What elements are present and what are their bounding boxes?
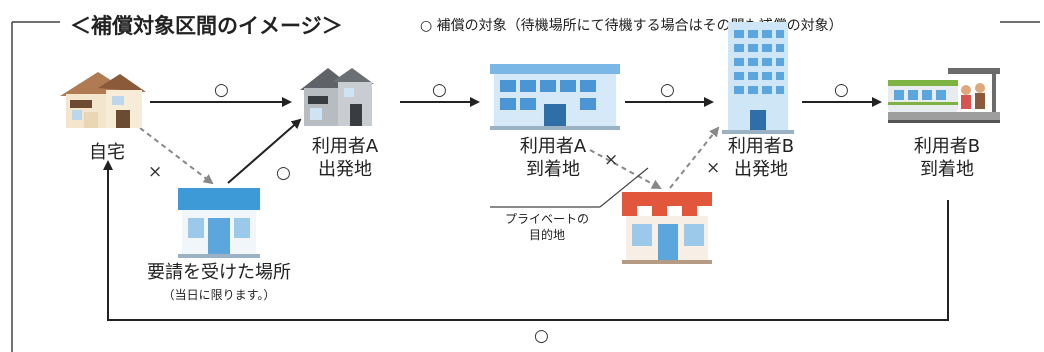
mark-covered-request-to-a: ○ (276, 163, 291, 183)
user-a-arrival-label-line2: 到着地 (526, 158, 580, 180)
private-destination-label-line1: プライベートの (504, 212, 589, 226)
user-b-departure-building-icon (722, 22, 794, 134)
user-a-arrival-building-icon (490, 64, 620, 130)
home-house-icon (60, 72, 146, 128)
user-a-arrival-label-line1: 利用者A (519, 136, 587, 157)
arrow-private-to-b-departure-dashed (669, 126, 720, 189)
mark-covered-b-dep-to-b-arr: ○ (834, 80, 849, 100)
user-b-arrival-label: 利用者B 到着地 (902, 136, 992, 181)
user-a-departure-label-line2: 出発地 (318, 158, 372, 180)
mark-covered-home-to-a: ○ (214, 80, 229, 100)
mark-covered-a-dep-to-a-arr: ○ (432, 80, 447, 100)
page-title: ＜補償対象区間のイメージ＞ (70, 14, 343, 38)
mark-covered-a-arr-to-b-dep: ○ (660, 80, 675, 100)
user-b-arrival-station-icon (888, 68, 1000, 123)
user-b-arrival-label-line1: 利用者B (913, 136, 981, 157)
user-a-arrival-label: 利用者A 到着地 (508, 136, 598, 181)
user-b-departure-label: 利用者B 出発地 (716, 136, 806, 181)
mark-covered-return: ○ (534, 326, 549, 346)
private-label-pointer (599, 167, 649, 208)
request-place-shop-icon (178, 188, 260, 258)
user-a-departure-house-icon (300, 68, 374, 126)
arrow-return-to-home (103, 160, 949, 321)
private-destination-shop-icon (622, 192, 712, 264)
user-b-departure-label-line1: 利用者B (727, 136, 795, 157)
arrow-home-to-request-dashed (139, 127, 214, 185)
arrow-request-to-a-departure (227, 118, 302, 184)
request-place-note: （当日に限ります。） (162, 288, 276, 302)
user-a-departure-label: 利用者A 出発地 (300, 136, 390, 181)
private-destination-label: プライベートの 目的地 (492, 212, 602, 243)
user-a-departure-label-line1: 利用者A (311, 136, 379, 157)
arrow-a-arrival-to-private-dashed (589, 149, 662, 189)
user-b-departure-label-line2: 出発地 (734, 158, 788, 180)
mark-not-covered-a-to-private: × (604, 150, 619, 170)
private-destination-label-line2: 目的地 (528, 227, 565, 242)
request-place-label: 要請を受けた場所 (147, 262, 291, 283)
mark-not-covered-home-to-request: × (148, 162, 163, 182)
home-label: 自宅 (89, 142, 125, 163)
mark-not-covered-private-to-b: × (706, 158, 721, 178)
user-b-arrival-label-line2: 到着地 (920, 158, 974, 180)
